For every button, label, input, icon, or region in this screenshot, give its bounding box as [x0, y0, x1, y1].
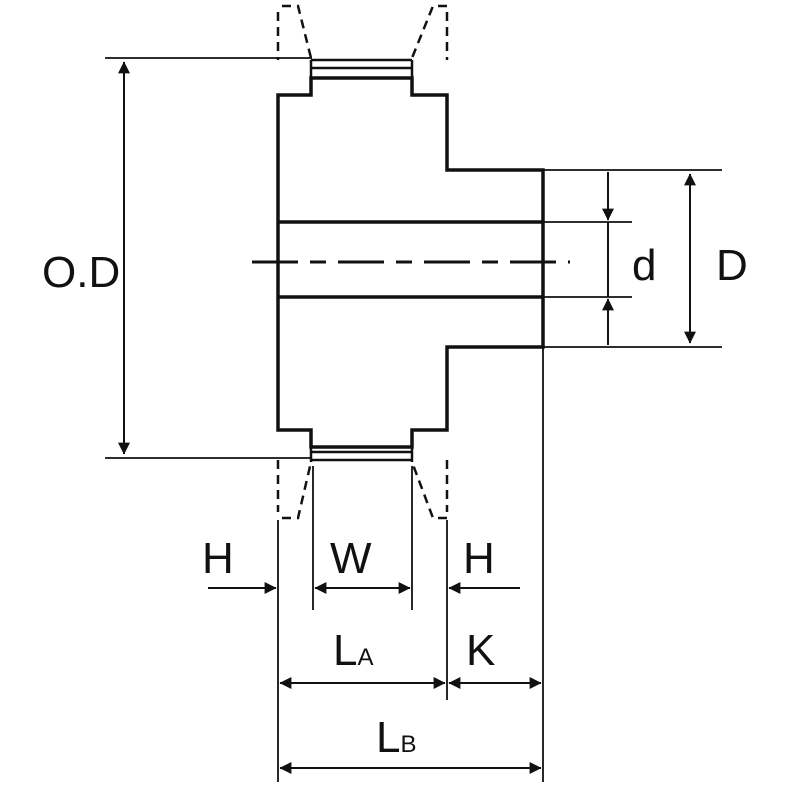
label-d-small: d: [632, 241, 656, 290]
label-lb-sub: B: [400, 731, 416, 758]
tooth-root-bands: [309, 58, 414, 462]
label-la-main: L: [333, 626, 357, 675]
label-la: LA: [333, 626, 374, 675]
label-od: O.D: [42, 248, 120, 297]
label-d-large: D: [716, 241, 748, 290]
extension-lines: [105, 57, 722, 782]
label-h-right: H: [463, 534, 495, 583]
label-lb: LB: [376, 713, 417, 762]
label-lb-main: L: [376, 713, 400, 762]
label-k: K: [466, 626, 495, 675]
tooth-profiles-dashed: [276, 4, 449, 520]
dimension-arrows: [118, 61, 696, 774]
label-w: W: [330, 534, 372, 583]
bore: [252, 220, 570, 299]
label-la-sub: A: [357, 644, 373, 671]
label-h-left: H: [202, 534, 234, 583]
